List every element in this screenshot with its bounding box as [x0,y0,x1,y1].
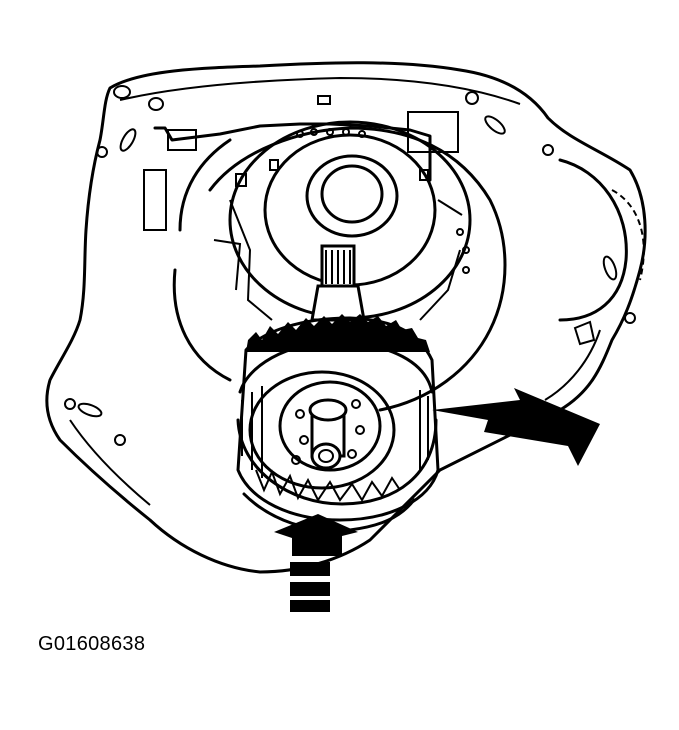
case-cutout-arc [558,158,628,322]
arrow-right [432,388,600,466]
clutch-drum [213,120,472,321]
arrow-up [274,514,358,612]
planetary-assembly [236,314,440,533]
transmission-case-outline [45,61,647,574]
input-shaft [310,244,366,322]
figure-id-label: G01608638 [38,633,146,655]
